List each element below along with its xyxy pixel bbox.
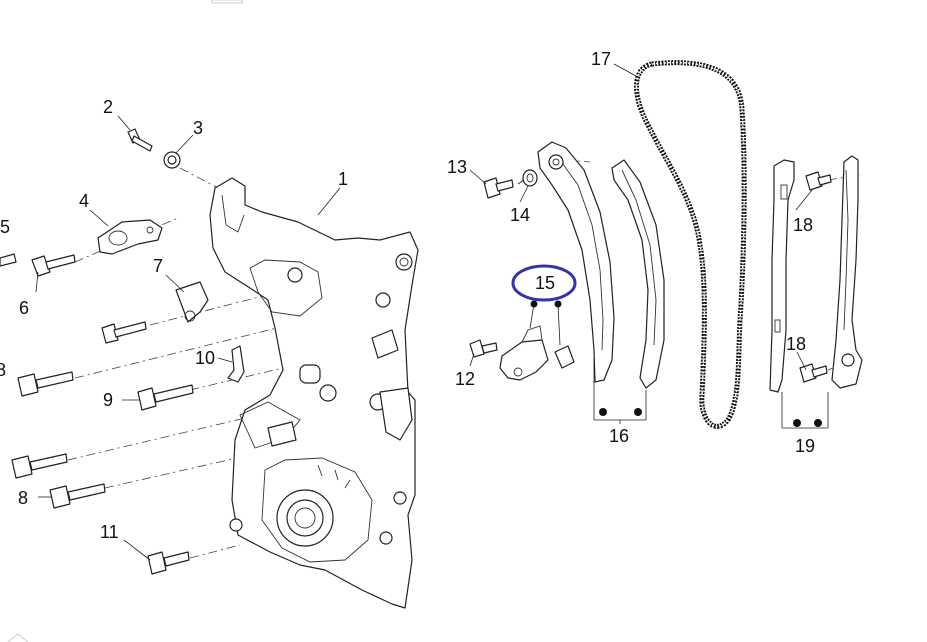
- callout-14: 14: [510, 205, 530, 225]
- bolt-18-upper: [805, 171, 832, 191]
- highlight-ring-15: [511, 264, 577, 302]
- bolt-9: [137, 384, 194, 411]
- reference-dots: [530, 300, 822, 427]
- bolt-unlabeled: [101, 321, 147, 344]
- callout-18-bottom: 18: [786, 334, 806, 354]
- callout-5: 5: [0, 217, 10, 237]
- callout-3: 3: [193, 118, 203, 138]
- callout-1: 1: [338, 169, 348, 189]
- bolt-13: [483, 177, 514, 199]
- bolt-2: [127, 128, 153, 152]
- callout-16: 16: [609, 426, 629, 446]
- bolt-11: [147, 551, 190, 575]
- chain-guide-16: [611, 159, 665, 389]
- chain-tensioner-15: [499, 325, 575, 381]
- callout-10: 10: [195, 348, 215, 368]
- bracket-4: [97, 219, 163, 255]
- callout-11: 11: [100, 522, 119, 542]
- callout-13: 13: [447, 157, 467, 177]
- bolt-12: [469, 339, 498, 358]
- callout-18-top: 18: [793, 215, 813, 235]
- callout-15: 15: [535, 273, 555, 293]
- callout-9: 9: [103, 390, 113, 410]
- timing-chain-17: [634, 60, 747, 429]
- callout-17: 17: [591, 49, 611, 69]
- callout-labels: 1 2 3 4 5 6 7 8 9 10 8 11 13 14 15 12 16…: [0, 49, 815, 542]
- washer-14: [522, 169, 538, 187]
- callout-6: 6: [19, 298, 29, 318]
- top-artifact: [211, 0, 243, 4]
- callout-2: 2: [103, 97, 113, 117]
- washer-3: [163, 151, 181, 169]
- corner-artifact: [7, 633, 29, 642]
- callout-7: 7: [153, 256, 163, 276]
- bracket-10: [227, 345, 245, 383]
- guide-19-left: [769, 159, 795, 393]
- clip-7: [175, 281, 209, 323]
- callout-12: 12: [455, 369, 475, 389]
- bolt-8-lower-b: [49, 483, 106, 509]
- leader-lines: [35, 63, 829, 561]
- bolt-6: [31, 254, 76, 277]
- bolt-8-lower-a: [11, 453, 68, 479]
- bolt-5: [0, 253, 17, 267]
- tensioner-guide-16: [537, 141, 615, 383]
- bolt-8-upper: [17, 371, 74, 397]
- timing-cover: [209, 177, 419, 609]
- callout-4: 4: [79, 191, 89, 211]
- callout-19: 19: [795, 436, 815, 456]
- guide-19-right: [831, 155, 863, 389]
- bolt-18-lower: [799, 363, 828, 383]
- callout-8-top: 8: [0, 360, 6, 380]
- callout-8-bottom: 8: [18, 488, 28, 508]
